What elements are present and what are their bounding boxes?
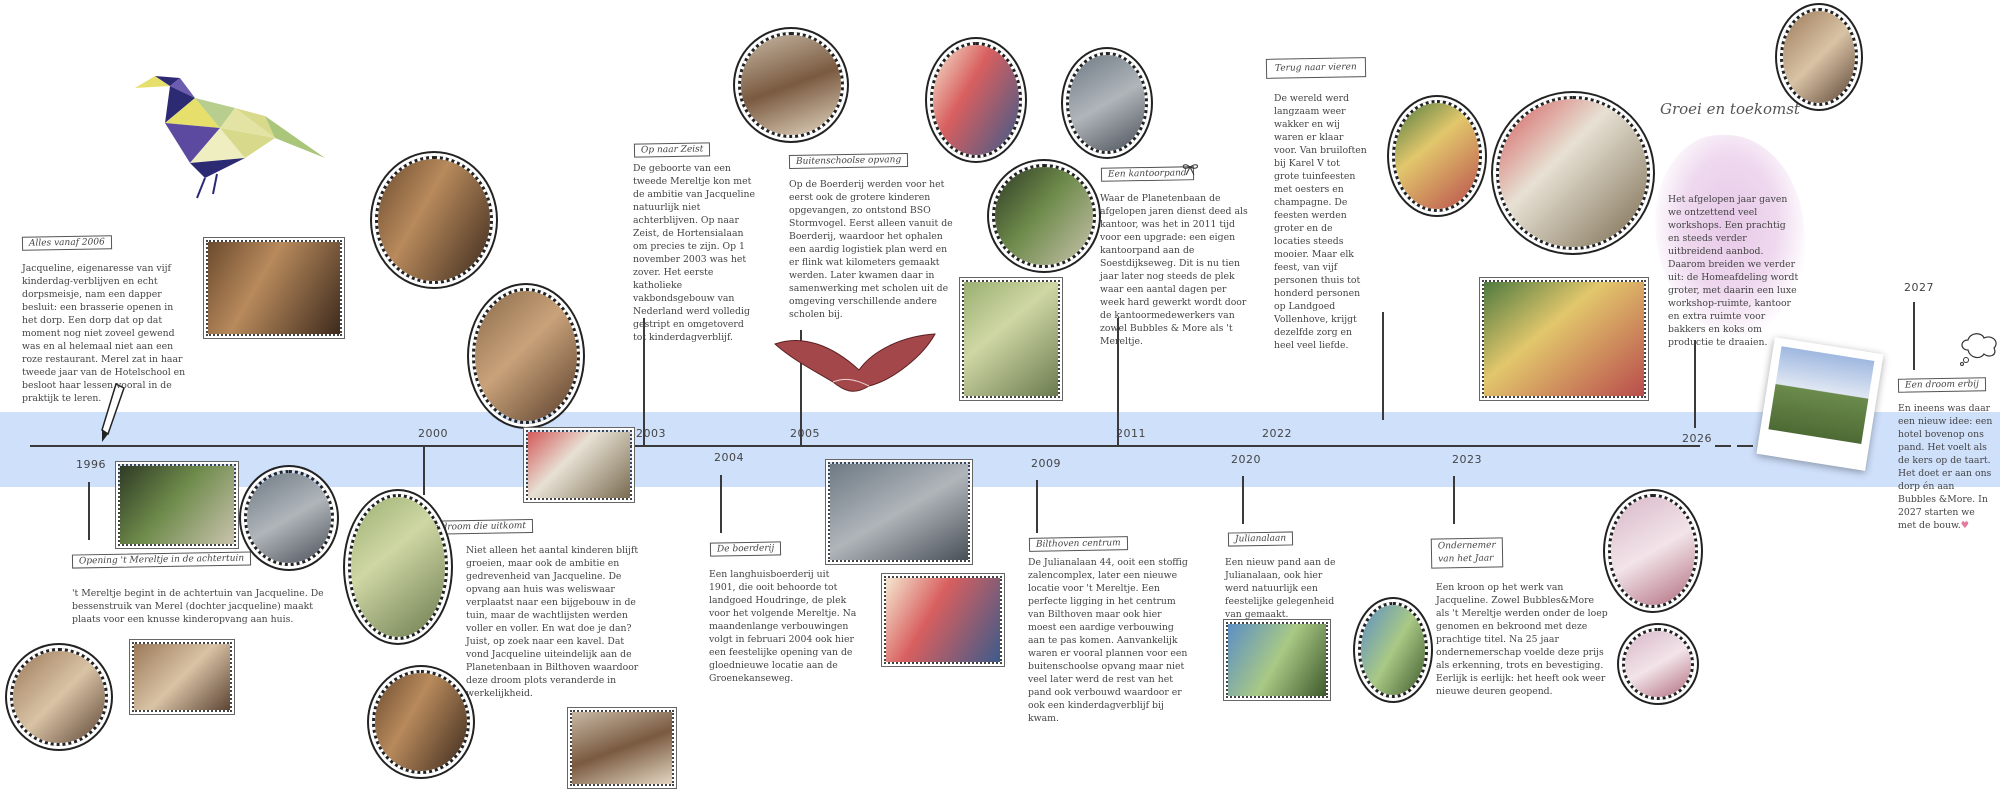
photo-circle [372,670,470,774]
event-title-groei: Groei en toekomst [1660,100,1800,118]
tick-1996 [88,482,90,540]
photo-circle [10,648,108,746]
event-title-droom-erbij: Een droom erbij [1897,377,1987,393]
event-text-naar-zeist: De geboorte van een tweede Mereltje kon … [633,163,755,343]
photo-frame [884,576,1002,664]
photo-circle [992,164,1096,268]
photo-frame [828,462,970,562]
tick-2003 [643,318,645,445]
thought-cloud-icon [1960,333,1997,366]
event-text-droom-erbij: En ineens was daar een nieuw idee: een h… [1898,402,1994,532]
tick-2011 [1117,318,1119,445]
tick-2022 [1382,312,1384,420]
photo-circle [1780,8,1858,106]
tick-2026 [1694,340,1696,428]
photo-frame [526,430,632,500]
tick-2000 [423,445,425,495]
bow-icon [1182,164,1198,176]
event-title-ondernemer-line1: Ondernemer [1437,540,1496,552]
timeline-axis-dash [1737,445,1753,447]
event-text-terug-vieren: De wereld werd langzaam weer wakker en w… [1274,93,1367,351]
event-text-julianalaan: Een nieuw pand aan de Julianalaan, ook h… [1225,557,1336,620]
year-2000: 2000 [418,427,448,440]
photo-circle [1358,602,1428,698]
photo-frame [570,710,674,786]
event-text-boerderij: Een langhuisboerderij uit 1901, die ooit… [709,569,857,684]
event-text-buitenschoolse: Op de Boerderij werden voor het eerst oo… [789,179,953,320]
tick-2020 [1242,476,1244,524]
event-text-bilthoven: De Julianalaan 44, ooit een stoffig zale… [1028,557,1188,724]
tick-2005 [800,330,802,445]
event-text-droom-uitkomt: Niet alleen het aantal kinderen blijft g… [466,545,639,699]
event-title-opening: Opening 't Mereltje in de achtertuin [71,551,252,569]
pencil-icon [101,382,125,442]
year-2027: 2027 [1904,281,1934,294]
photo-circle [1066,52,1148,154]
timeline-axis [30,445,1700,447]
event-text-opening: 't Mereltje begint in de achtertuin van … [72,588,324,625]
tick-2004 [720,475,722,533]
photo-circle [1392,100,1482,212]
photo-frame [132,642,232,712]
polaroid-photo [1756,337,1884,471]
event-title-julianalaan: Julianalaan [1227,531,1294,547]
photo-circle [244,470,334,566]
photo-frame [1482,280,1646,398]
year-1996: 1996 [76,458,106,471]
event-title-buitenschoolse: Buitenschoolse opvang [788,152,909,170]
year-2026: 2026 [1682,432,1712,445]
year-2004: 2004 [714,451,744,464]
tick-2023 [1453,476,1455,524]
event-title-terug-vieren: Terug naar vieren [1265,57,1366,79]
photo-circle [1608,494,1698,608]
year-2003: 2003 [636,427,666,440]
photo-frame [962,280,1060,398]
event-title-boerderij: De boerderij [709,541,782,557]
timeline-axis-dash [1715,445,1731,447]
event-title-ondernemer-line2: van het Jaar [1438,553,1494,565]
event-title-naar-zeist: Op naar Zeist [633,142,711,158]
event-title-alles-vanaf: Alles vanaf 2006 [21,235,112,251]
event-title-bilthoven: Bilthoven centrum [1028,536,1128,552]
year-2011: 2011 [1116,427,1146,440]
photo-frame [206,240,342,336]
photo-frame [1226,622,1328,698]
tick-2027 [1913,302,1915,370]
year-2009: 2009 [1031,457,1061,470]
photo-frame [118,464,236,546]
year-2023: 2023 [1452,453,1482,466]
heart-icon: ♥ [1960,520,1970,531]
photo-circle [930,42,1022,158]
bird-illustration [135,76,325,199]
photo-circle [348,494,448,640]
tick-2009 [1036,480,1038,533]
timeline-band [0,412,2000,487]
year-2005: 2005 [790,427,820,440]
event-title-ondernemer: Ondernemer van het Jaar [1430,537,1504,569]
photo-circle [472,288,580,424]
event-text-kantoorpand: Waar de Planetenbaan de afgelopen jaren … [1100,193,1248,347]
bird-flight-illustration [774,333,936,392]
event-text-ondernemer: Een kroon op het werk van Jacqueline. Zo… [1436,582,1608,697]
year-2020: 2020 [1231,453,1261,466]
photo-circle [1496,96,1650,250]
photo-circle [738,32,844,138]
event-text-groei: Het afgelopen jaar gaven we ontzettend v… [1668,194,1799,348]
event-text-alles-vanaf: Jacqueline, eigenaresse van vijf kinderd… [22,263,186,404]
watercolor-splash [1655,135,1805,335]
year-2022: 2022 [1262,427,1292,440]
photo-circle [1622,628,1694,700]
event-text-droom-erbij-body: En ineens was daar een nieuw idee: een h… [1898,403,1993,531]
photo-circle [375,156,493,284]
